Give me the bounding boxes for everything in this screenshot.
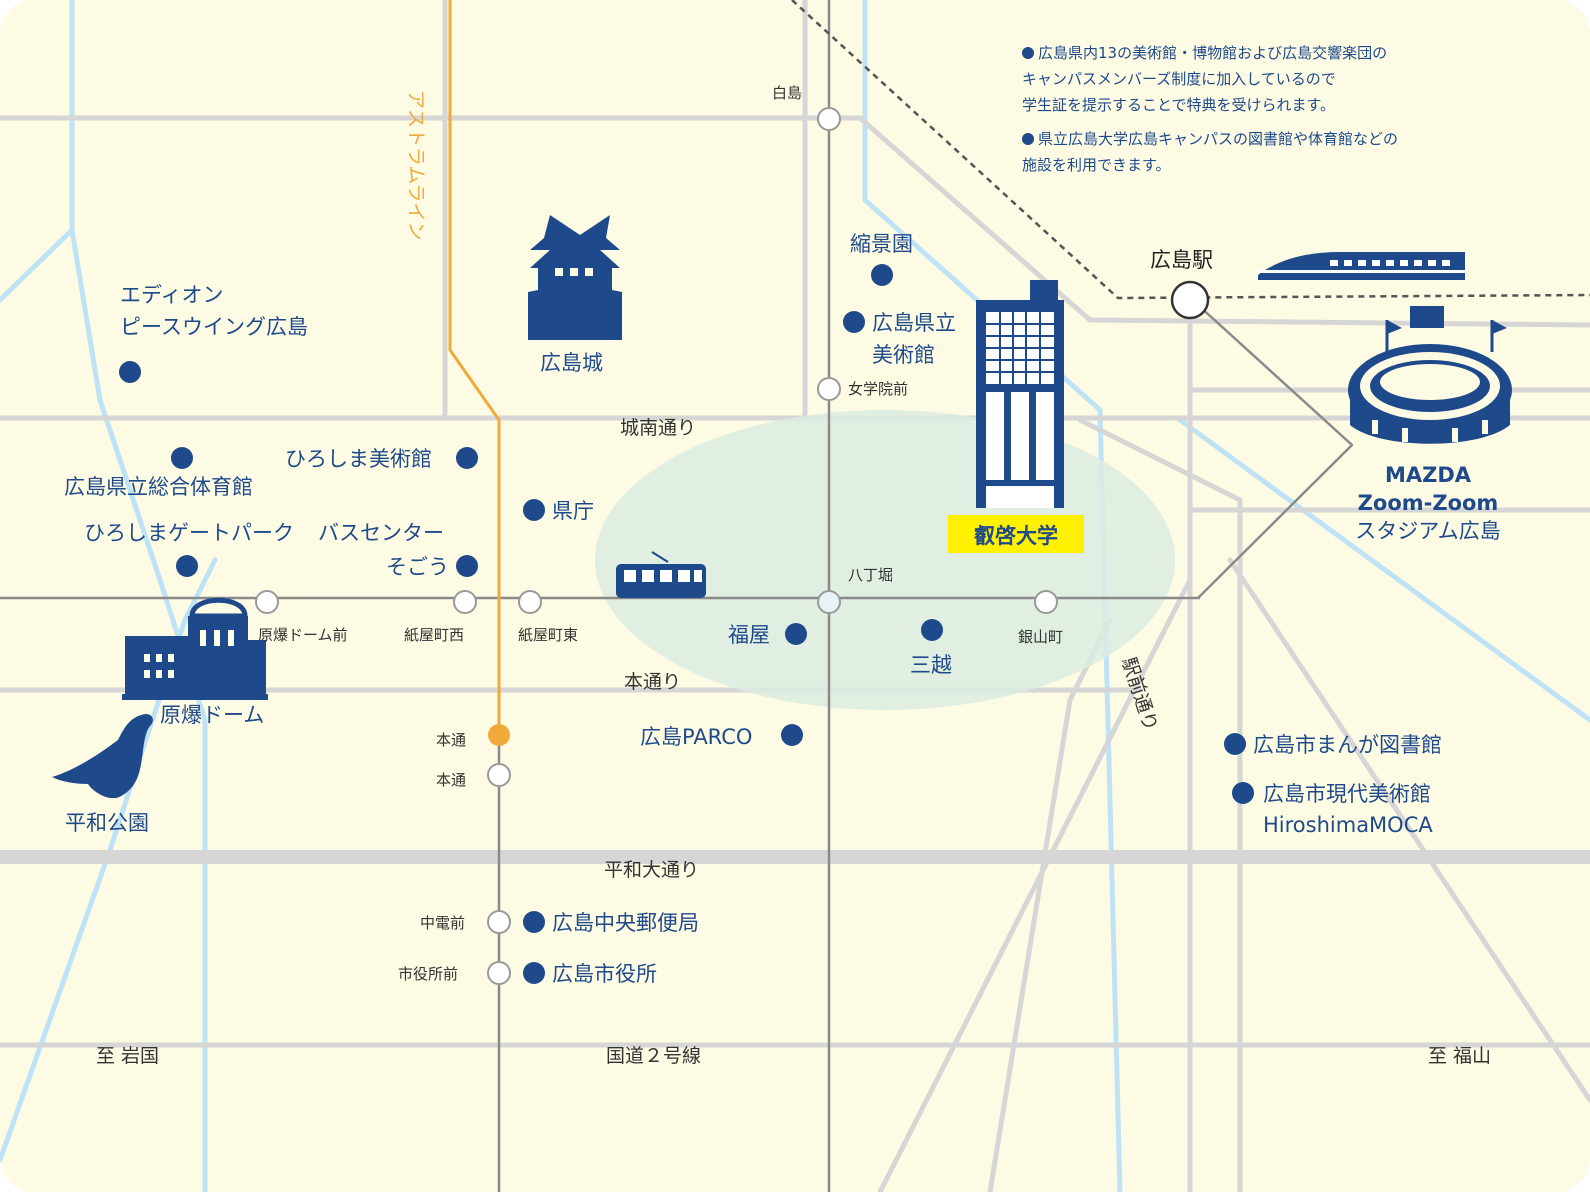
- dot-parco: [781, 724, 803, 746]
- label-station-hakushima: 白島: [772, 84, 802, 102]
- bullet-icon: [1022, 133, 1034, 145]
- dot-city-hall: [523, 962, 545, 984]
- dot-sports-center: [171, 447, 193, 469]
- label-station-genbaku-mae: 原爆ドーム前: [258, 626, 348, 644]
- dot-edion: [119, 361, 141, 383]
- label-sogo: そごう: [386, 555, 449, 579]
- label-station-hatchobori: 八丁堀: [848, 566, 893, 584]
- label-edion-2: ピースウイング広島: [120, 315, 308, 339]
- pigeon-icon: [52, 714, 153, 798]
- station-ginzan[interactable]: [1034, 590, 1058, 614]
- university-highlight: [948, 515, 1084, 553]
- note-item: 県立広島大学広島キャンパスの図書館や体育館などの 施設を利用できます。: [1022, 126, 1562, 178]
- label-station-kamiya-higashi: 紙屋町東: [518, 626, 578, 644]
- label-university: 叡啓大学: [973, 524, 1058, 548]
- astram-line: [448, 0, 501, 735]
- shinkansen-icon: [1258, 252, 1465, 280]
- station-jogakuin[interactable]: [817, 377, 841, 401]
- station-hondori-astram[interactable]: [488, 724, 510, 746]
- label-genbaku-dome: 原爆ドーム: [160, 703, 264, 727]
- station-hatchobori[interactable]: [817, 590, 841, 614]
- station-kamiya-higashi[interactable]: [518, 590, 542, 614]
- label-station-chuden: 中電前: [420, 914, 465, 932]
- station-shiyakusho[interactable]: [487, 961, 511, 985]
- label-station-hiroshima-eki: 広島駅: [1150, 248, 1213, 272]
- bullet-icon: [1022, 47, 1034, 59]
- dot-mitsukoshi: [921, 619, 943, 641]
- label-station-kamiya-nishi: 紙屋町西: [404, 626, 464, 644]
- station-hakushima[interactable]: [817, 107, 841, 131]
- label-city-hall: 広島市役所: [552, 962, 657, 986]
- label-road-hondori: 本通り: [624, 671, 681, 693]
- label-peace-park: 平和公園: [65, 811, 149, 835]
- label-mazda-3: スタジアム広島: [1355, 519, 1501, 543]
- label-bus-center: バスセンター: [318, 521, 444, 545]
- label-sports-center: 広島県立総合体育館: [64, 475, 253, 499]
- dome-icon: [122, 597, 268, 700]
- station-hondori-tram[interactable]: [487, 763, 511, 787]
- label-direction-west: 至 岩国: [96, 1045, 159, 1067]
- label-castle: 広島城: [540, 351, 603, 375]
- dot-manga-library: [1224, 733, 1246, 755]
- label-post-office: 広島中央郵便局: [552, 911, 699, 935]
- info-notes: 広島県内13の美術館・博物館および広島交響楽団の キャンパスメンバーズ制度に加入…: [1022, 40, 1562, 186]
- campus-area-zone: [595, 410, 1175, 710]
- label-moca-2: HiroshimaMOCA: [1263, 813, 1433, 837]
- label-edion-1: エディオン: [120, 283, 224, 307]
- station-chuden[interactable]: [487, 910, 511, 934]
- label-mazda-2: Zoom-Zoom: [1358, 491, 1499, 515]
- dot-hiroshima-art: [456, 447, 478, 469]
- dot-moca: [1232, 782, 1254, 804]
- label-station-ginzan: 銀山町: [1018, 628, 1063, 646]
- label-gatepark: ひろしまゲートパーク: [84, 521, 294, 545]
- dot-kencho: [523, 499, 545, 521]
- label-road-route2: 国道２号線: [606, 1045, 701, 1067]
- tram-icon: [616, 551, 706, 598]
- dot-museum: [843, 311, 865, 333]
- label-museum-1: 広島県立: [872, 311, 956, 335]
- label-moca-1: 広島市現代美術館: [1263, 782, 1431, 806]
- label-hiroshima-art: ひろしま美術館: [285, 447, 432, 471]
- label-kencho: 県庁: [552, 499, 594, 523]
- dot-fukuya: [785, 623, 807, 645]
- dot-sogo: [456, 555, 478, 577]
- label-mazda-1: MAZDA: [1385, 463, 1472, 487]
- landmark-dots: [119, 264, 1254, 984]
- label-parco: 広島PARCO: [640, 725, 752, 749]
- station-genbaku-mae[interactable]: [255, 590, 279, 614]
- note-text: 県立広島大学広島キャンパスの図書館や体育館などの 施設を利用できます。: [1022, 130, 1399, 174]
- label-manga-library: 広島市まんが図書館: [1253, 733, 1442, 757]
- label-road-jonan: 城南通り: [620, 417, 696, 439]
- label-direction-east: 至 福山: [1428, 1045, 1491, 1067]
- label-station-hondori-astram: 本通: [436, 731, 466, 749]
- dot-post-office: [523, 911, 545, 933]
- stations: [255, 107, 1210, 985]
- stadium-icon: [1348, 306, 1512, 444]
- building-icon: [976, 280, 1064, 508]
- castle-icon: [528, 215, 622, 340]
- note-text: 広島県内13の美術館・博物館および広島交響楽団の キャンパスメンバーズ制度に加入…: [1022, 44, 1388, 114]
- label-mitsukoshi: 三越: [910, 653, 952, 677]
- jr-line: [791, 0, 1590, 300]
- label-station-jogakuin: 女学院前: [848, 380, 908, 398]
- dot-shukkeien: [871, 264, 893, 286]
- note-item: 広島県内13の美術館・博物館および広島交響楽団の キャンパスメンバーズ制度に加入…: [1022, 40, 1562, 118]
- label-astram-line: アストラムライン: [405, 90, 427, 240]
- label-fukuya: 福屋: [728, 623, 770, 647]
- label-station-shiyakusho: 市役所前: [398, 965, 458, 983]
- station-kamiya-nishi[interactable]: [453, 590, 477, 614]
- label-shukkeien: 縮景園: [850, 232, 913, 256]
- station-hiroshima-eki[interactable]: [1170, 280, 1210, 320]
- label-road-heiwa: 平和大通り: [604, 859, 699, 881]
- label-station-hondori-tram: 本通: [436, 771, 466, 789]
- label-museum-2: 美術館: [872, 343, 935, 367]
- dot-gatepark: [176, 555, 198, 577]
